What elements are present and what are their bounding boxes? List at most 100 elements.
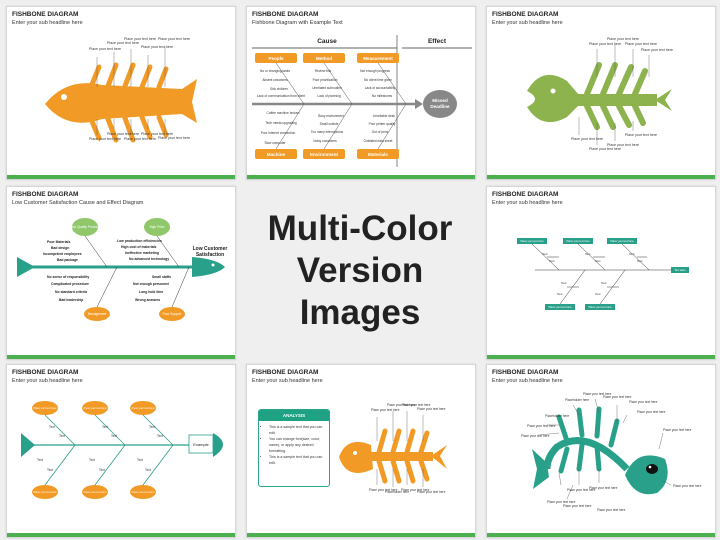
svg-text:Text: Text: [561, 281, 567, 285]
effect-label-line1: Low Customer: [193, 246, 228, 252]
svg-text:Place your text here: Place your text here: [563, 504, 592, 508]
cause-heading: Cause: [317, 38, 337, 45]
example-fishbone-graphic: Cause Effect People Method Measurement M…: [252, 35, 472, 167]
slide-thumbnail-analysis-fishbone[interactable]: FISHBONE DIAGRAM Enter your sub headline…: [246, 364, 476, 538]
slide-thumbnail-box-fishbone[interactable]: FISHBONE DIAGRAM Enter your sub headline…: [486, 186, 716, 360]
svg-text:Placeholder here: Placeholder here: [545, 414, 569, 418]
svg-text:Place your text here: Place your text here: [583, 392, 612, 396]
category-people: People: [268, 56, 284, 61]
svg-text:Not enough progress: Not enough progress: [360, 69, 390, 73]
slide-footer-bar: [487, 175, 715, 179]
svg-text:Small cubicle: Small cubicle: [320, 122, 339, 126]
svg-text:Review this: Review this: [315, 69, 332, 73]
slide-subtitle: Enter your sub headline here: [12, 378, 83, 384]
slide-footer-bar: [487, 355, 715, 359]
svg-text:Bad package: Bad package: [57, 258, 78, 262]
svg-text:Out of pens: Out of pens: [372, 130, 389, 134]
effect-label-line2: Satisfaction: [196, 252, 224, 258]
svg-text:Incompetent employees: Incompetent employees: [43, 252, 82, 256]
svg-text:Lack of planning: Lack of planning: [317, 94, 340, 98]
effect-heading: Effect: [428, 38, 447, 45]
svg-text:No advanced technology: No advanced technology: [129, 257, 169, 261]
placeholder-label: Place your text here: [89, 47, 121, 51]
slide-thumbnail-oval-fishbone[interactable]: FISHBONE DIAGRAM Enter your sub headline…: [6, 364, 236, 538]
svg-text:Place your text here: Place your text here: [387, 403, 416, 407]
svg-text:Not enough personnel: Not enough personnel: [133, 282, 169, 286]
svg-text:Noisy coworkers: Noisy coworkers: [313, 139, 337, 143]
customer-satisfaction-graphic: Low Customer Satisfaction Lack Quality P…: [17, 218, 228, 321]
svg-text:Text: Text: [102, 425, 108, 429]
analysis-bullet: This is a sample text that you can edit.: [269, 424, 325, 436]
svg-text:Lack of communication from cli: Lack of communication from client: [257, 94, 305, 98]
slide-thumbnail-skeleton-fishbone[interactable]: FISHBONE DIAGRAM Enter your sub headline…: [486, 364, 716, 538]
svg-text:Place your text here: Place your text here: [610, 239, 634, 243]
svg-text:Place your text here: Place your text here: [83, 490, 107, 494]
svg-text:Text: Text: [595, 259, 601, 263]
svg-text:Place your text here: Place your text here: [131, 490, 155, 494]
svg-text:Text: Text: [601, 281, 607, 285]
slide-footer-bar: [247, 533, 475, 537]
placeholder-label: Place your text here: [107, 132, 139, 136]
slide-thumbnail-customer-satisfaction[interactable]: FISHBONE DIAGRAM Low Customer Satisfacti…: [6, 186, 236, 360]
svg-text:Place your text here: Place your text here: [603, 395, 632, 399]
slide-thumbnail-example-fishbone[interactable]: FISHBONE DIAGRAM Fishbone Diagram with E…: [246, 6, 476, 180]
svg-text:Tech needs upgrading: Tech needs upgrading: [265, 121, 297, 125]
svg-text:Place your text here: Place your text here: [625, 133, 657, 137]
svg-text:Text: Text: [59, 434, 65, 438]
placeholder-label: Place your text here: [124, 137, 156, 141]
svg-text:Poor Support: Poor Support: [163, 312, 182, 316]
svg-text:Place your text here: Place your text here: [417, 407, 446, 411]
svg-text:High Price: High Price: [150, 225, 165, 229]
svg-text:High cost of materials: High cost of materials: [121, 245, 157, 249]
svg-text:Small staffs: Small staffs: [152, 275, 171, 279]
category-measurement: Measurement: [363, 56, 393, 61]
svg-text:Place your text here: Place your text here: [567, 488, 596, 492]
svg-text:Text: Text: [149, 425, 155, 429]
svg-text:Place your text here: Place your text here: [673, 484, 702, 488]
placeholder-label: Place your text here: [107, 41, 139, 45]
svg-text:Outdated data sheet: Outdated data sheet: [364, 139, 393, 143]
svg-text:Place your text here: Place your text here: [417, 490, 446, 494]
svg-text:Place your text here: Place your text here: [607, 37, 639, 41]
svg-text:Poor prioritization: Poor prioritization: [313, 78, 338, 82]
slide-footer-bar: [487, 533, 715, 537]
svg-text:Place your text here: Place your text here: [371, 408, 400, 412]
placeholder-label: Place your text here: [89, 137, 121, 141]
svg-text:Place your text here: Place your text here: [402, 403, 431, 407]
category-environment: Environment: [310, 152, 339, 157]
analysis-box: ANALYSIS This is a sample text that you …: [258, 409, 330, 487]
svg-text:Text: Text: [49, 425, 55, 429]
slide-subtitle: Enter your sub headline here: [252, 378, 323, 384]
svg-text:Text: Text: [47, 468, 53, 472]
svg-text:Placeholder here: Placeholder here: [565, 398, 589, 402]
svg-text:Place your text here: Place your text here: [566, 239, 590, 243]
svg-text:Text: Text: [37, 458, 43, 462]
svg-text:Place your text here: Place your text here: [401, 488, 430, 492]
svg-text:Place your text here: Place your text here: [597, 508, 626, 512]
svg-text:Poor Materials: Poor Materials: [47, 240, 70, 244]
svg-text:Place your text here: Place your text here: [33, 406, 57, 410]
svg-text:Text: Text: [111, 434, 117, 438]
svg-text:Place your text here: Place your text here: [548, 305, 572, 309]
slide-thumbnail-orange-fishbone[interactable]: FISHBONE DIAGRAM Enter your sub headline…: [6, 6, 236, 180]
svg-text:Bad leadership: Bad leadership: [59, 298, 83, 302]
effect-head-line1: Missed: [432, 98, 448, 103]
slide-title: FISHBONE DIAGRAM: [492, 11, 559, 18]
slide-footer-bar: [247, 175, 475, 179]
slide-thumbnail-green-fishbone[interactable]: FISHBONE DIAGRAM Enter your sub headline…: [486, 6, 716, 180]
caption-line-1: Multi-Color: [267, 209, 453, 248]
caption-line-2: Version Images: [296, 251, 424, 332]
slide-title: FISHBONE DIAGRAM: [492, 369, 559, 376]
svg-text:Sick children: Sick children: [270, 87, 288, 91]
svg-text:Place your text here: Place your text here: [625, 42, 657, 46]
svg-text:Place your text here: Place your text here: [527, 424, 556, 428]
svg-text:Lack Quality Products: Lack Quality Products: [69, 225, 100, 229]
svg-text:Text: Text: [637, 259, 643, 263]
svg-text:Ineffective marketing: Ineffective marketing: [125, 251, 159, 255]
slide-subtitle: Low Customer Satisfaction Cause and Effe…: [12, 200, 144, 206]
svg-text:Place your text here: Place your text here: [588, 305, 612, 309]
svg-text:Place your text here: Place your text here: [589, 42, 621, 46]
slide-title: FISHBONE DIAGRAM: [12, 369, 79, 376]
